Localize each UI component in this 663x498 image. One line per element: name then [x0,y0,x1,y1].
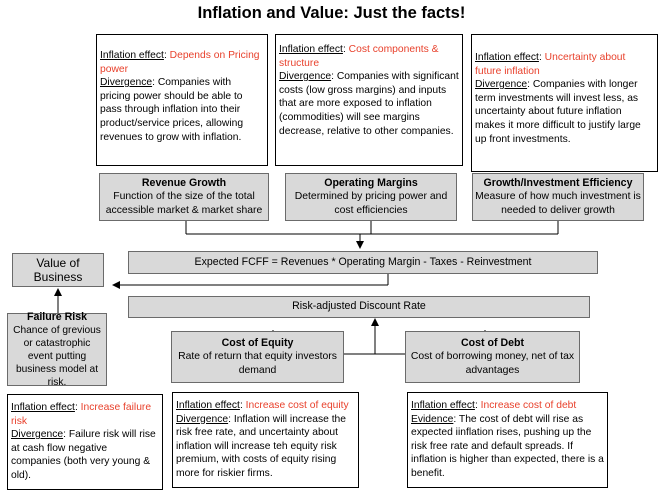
page-title: Inflation and Value: Just the facts! [197,4,466,22]
note-pricing-power: Inflation effect: Depends on Pricing pow… [96,34,268,166]
revenue-growth-box: Revenue Growth Function of the size of t… [99,173,269,221]
failure-risk-desc: Chance of grevious or catastrophic event… [13,324,101,388]
growth-efficiency-box: Growth/Investment Efficiency Measure of … [472,173,644,221]
failure-risk-title: Failure Risk [26,310,88,323]
cost-of-debt-desc: Cost of borrowing money, net of tax adva… [410,351,575,376]
revenue-growth-desc: Function of the size of the total access… [105,191,263,216]
note-uncertainty: Inflation effect: Uncertainty about futu… [471,34,658,172]
note-cost-of-equity: Inflation effect: Increase cost of equit… [172,392,359,488]
growth-efficiency-title: Growth/Investment Efficiency [483,176,633,189]
value-of-business-box: Value of Business [12,253,104,287]
operating-margins-desc: Determined by pricing power and cost eff… [294,191,448,216]
cost-of-debt-box: Cost of Debt Cost of borrowing money, ne… [405,331,580,383]
failure-risk-box: Failure Risk Chance of grevious or catas… [7,310,107,388]
cost-of-equity-title: Cost of Equity [221,336,294,349]
operating-margins-title: Operating Margins [324,176,418,189]
note-failure-risk: Inflation effect: Increase failure risk … [7,394,163,490]
cost-of-equity-desc: Rate of return that equity investors dem… [178,351,337,376]
note-cost-structure: Inflation effect: Cost components & stru… [275,34,463,166]
operating-margins-box: Operating Margins Determined by pricing … [285,173,457,221]
revenue-growth-title: Revenue Growth [141,176,227,189]
growth-efficiency-desc: Measure of how much investment is needed… [475,191,641,216]
note-cost-of-debt: Inflation effect: Increase cost of debt … [407,392,608,488]
cost-of-equity-box: Cost of Equity Rate of return that equit… [171,331,344,383]
cost-of-debt-title: Cost of Debt [461,336,524,349]
fcff-box: Expected FCFF = Revenues * Operating Mar… [128,251,598,274]
discount-rate-box: Risk-adjusted Discount Rate [128,296,590,318]
